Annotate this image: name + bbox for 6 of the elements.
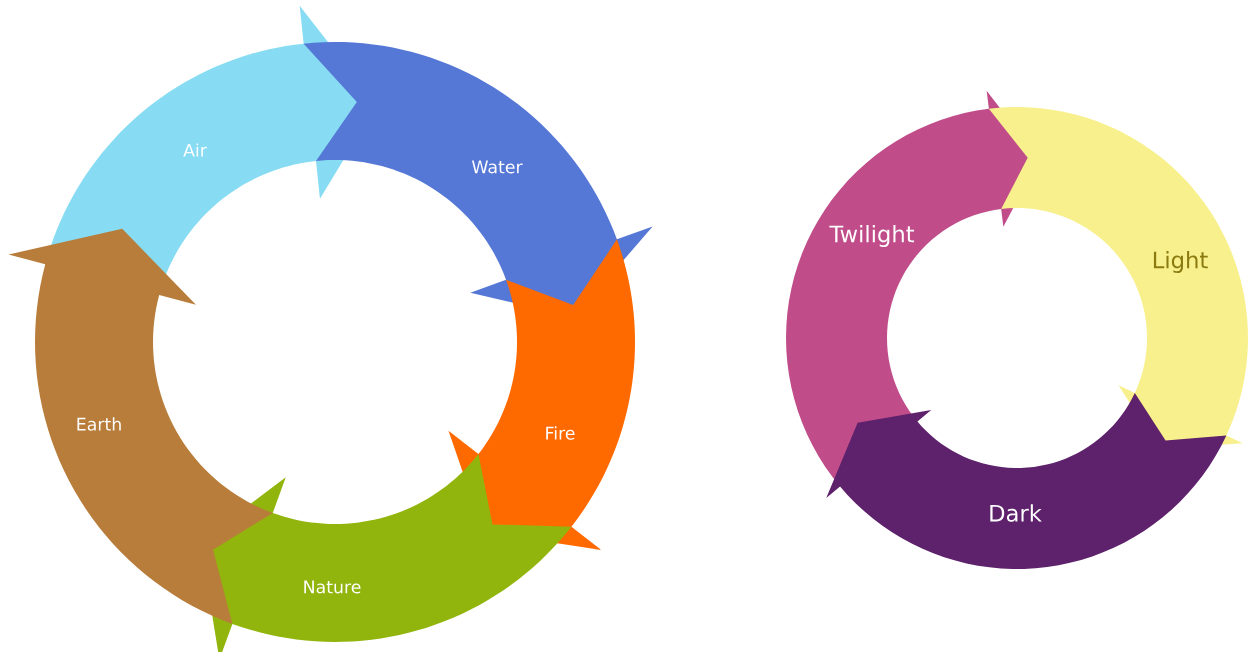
arrow-segment: Light	[988, 107, 1248, 450]
arrow-segment: Twilight	[786, 90, 1039, 487]
arrow-segment: Water	[303, 42, 653, 317]
arrow-segment: Earth	[8, 228, 273, 624]
arrow-segment: Fire	[448, 239, 635, 551]
arrow-segment: Dark	[826, 392, 1227, 569]
